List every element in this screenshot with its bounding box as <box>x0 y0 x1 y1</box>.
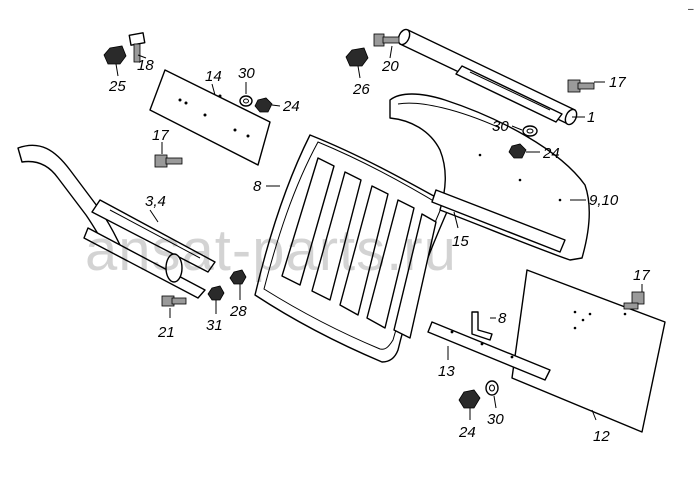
part-8-bracket <box>471 311 493 341</box>
nut-24-upper <box>254 97 273 113</box>
callout-31: 31 <box>206 317 223 334</box>
callout-30-bottom: 30 <box>487 411 504 428</box>
callout-24-upper: 24 <box>282 98 300 115</box>
washer-30-bottom <box>485 380 499 396</box>
bolt-17-upper-right <box>567 79 595 93</box>
callout-9-10: 9,10 <box>589 192 619 209</box>
callout-14: 14 <box>205 68 222 85</box>
callout-26: 26 <box>352 81 370 98</box>
callout-24-bottom: 24 <box>458 424 476 441</box>
nut-31 <box>207 285 225 301</box>
washer-30-right <box>522 125 538 137</box>
callout-8-mudflap: 8 <box>253 178 262 195</box>
callout-labels: 18 25 14 30 24 17 8 3,4 21 31 28 20 26 1… <box>108 57 650 445</box>
callout-20: 20 <box>381 58 399 75</box>
corner-mark: – <box>688 4 694 15</box>
callout-12: 12 <box>593 428 610 445</box>
nut-25 <box>103 45 127 65</box>
bolt-20 <box>373 33 400 47</box>
nut-26 <box>345 47 369 67</box>
part-13-strip <box>427 321 551 381</box>
callout-1: 1 <box>587 109 595 126</box>
part-12-plate <box>511 269 666 433</box>
callout-17-right: 17 <box>633 267 650 284</box>
washer-30-upper <box>239 95 253 107</box>
bolt-17-right <box>623 291 645 310</box>
callout-30-upper: 30 <box>238 65 255 82</box>
callout-24-right: 24 <box>542 145 560 162</box>
part-9-10-fender <box>389 93 590 261</box>
leader-lines <box>115 45 643 421</box>
watermark: ansat-parts.ru <box>85 218 457 283</box>
callout-13: 13 <box>438 363 455 380</box>
bolt-21 <box>161 295 187 307</box>
part-14-plate <box>149 69 271 166</box>
part-1-rod <box>397 28 578 126</box>
callout-28: 28 <box>229 303 247 320</box>
callout-8-bracket: 8 <box>498 310 507 327</box>
callout-17-upper-right: 17 <box>609 74 626 91</box>
nut-24-bottom <box>458 389 481 409</box>
bracket-arm-3-4 <box>17 144 216 299</box>
callout-18: 18 <box>137 57 154 74</box>
callout-15: 15 <box>452 233 469 250</box>
callout-3-4: 3,4 <box>145 193 166 210</box>
callout-21: 21 <box>157 324 175 341</box>
nut-24-right <box>508 143 527 159</box>
part-8-mudflap <box>254 134 451 363</box>
bolt-17-left <box>154 154 183 168</box>
nut-28 <box>229 269 247 285</box>
bolt-18 <box>128 32 146 63</box>
callout-25: 25 <box>108 78 126 95</box>
callout-30-right: 30 <box>492 118 509 135</box>
callout-17-left: 17 <box>152 127 169 144</box>
